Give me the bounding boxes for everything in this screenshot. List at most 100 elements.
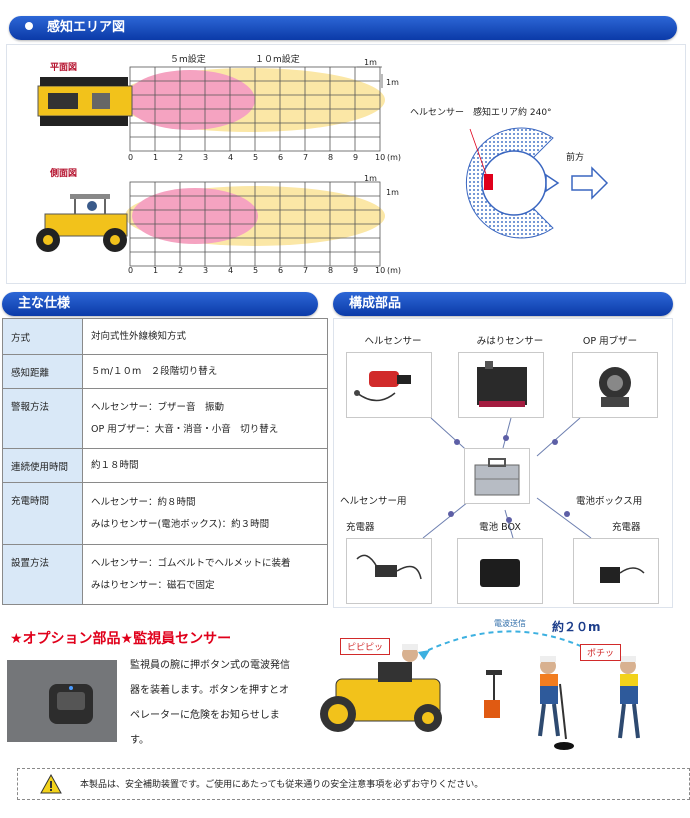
plan-view-label: 平面図 xyxy=(50,63,78,73)
speech-bubble-right: ポチッ xyxy=(580,644,622,661)
unit-label: (m) xyxy=(387,266,402,275)
spec-key: 設置方法 xyxy=(2,544,83,605)
warning-icon xyxy=(40,774,62,794)
case-icon xyxy=(474,458,520,496)
table-row: 設置方法 ヘルセンサー：ゴムベルトでヘルメットに装着 みはりセンサー：磁石で固定 xyxy=(2,544,328,605)
bullet-icon xyxy=(25,22,33,30)
option-text-line: す。 xyxy=(130,735,149,746)
sensor-area-illustration xyxy=(465,127,609,239)
part-label-battery-box: 電池 BOX xyxy=(479,522,521,533)
spec-value: ５m/１０m ２段階切り替え xyxy=(91,365,218,377)
part-label-mihari: みはりセンサー xyxy=(476,336,544,347)
option-photo xyxy=(7,660,117,742)
tick-label: 9 xyxy=(353,266,359,275)
spec-value: みはりセンサー(電池ボックス)：約３時間 xyxy=(91,518,270,530)
unit-label: (m) xyxy=(387,153,402,162)
spec-table: 方式 対向式性外線検知方式 感知距離 ５m/１０m ２段階切り替え 警報方法 ヘ… xyxy=(2,318,328,605)
spec-value: ヘルセンサー：約８時間 xyxy=(91,496,196,508)
spec-key: 方式 xyxy=(2,318,83,355)
tick-label: 5 xyxy=(253,153,259,162)
part-label-hel-charger-1: ヘルセンサー用 xyxy=(340,496,407,507)
spec-value: 約１８時間 xyxy=(91,459,139,471)
spec-key: 警報方法 xyxy=(2,388,83,449)
tick-label: 0 xyxy=(128,266,134,275)
tick-label: 8 xyxy=(328,266,334,275)
scale-label: 1m xyxy=(364,58,377,67)
forward-label: 前方 xyxy=(566,153,585,163)
part-label-op-buzzer: OP 用ブザー xyxy=(582,336,638,347)
section-title-detection-area: 感知エリア図 xyxy=(9,16,677,40)
tick-label: 7 xyxy=(303,153,309,162)
part-image-helsensor xyxy=(346,352,432,418)
spec-value: ヘルセンサー：ゴムベルトでヘルメットに装着 xyxy=(91,557,291,569)
mihari-device-icon xyxy=(477,361,527,407)
sensor-device-icon xyxy=(354,371,411,402)
scale-label: 1m xyxy=(386,188,399,197)
option-scene-illustration xyxy=(320,630,640,750)
detection-diagram xyxy=(36,66,609,267)
tick-label: 3 xyxy=(203,266,209,275)
label-10m-setting: １０m設定 xyxy=(255,55,300,65)
part-image-mihari xyxy=(458,352,544,418)
tick-label: 4 xyxy=(228,266,234,275)
zone-5m-side xyxy=(132,188,258,244)
table-row: 感知距離 ５m/１０m ２段階切り替え xyxy=(2,354,328,389)
speech-bubble-left: ピピピッ xyxy=(340,638,391,655)
tick-label: 10 xyxy=(375,266,386,275)
plan-grid xyxy=(115,66,385,152)
spec-key: 充電時間 xyxy=(2,482,83,545)
zone-5m-plan xyxy=(125,70,255,130)
part-image-case xyxy=(464,448,530,504)
sensor-marker xyxy=(484,174,493,190)
forward-arrow-icon xyxy=(571,166,609,200)
tick-label: 6 xyxy=(278,266,284,275)
part-label-bat-charger-2: 充電器 xyxy=(612,522,641,533)
tick-label: 3 xyxy=(203,153,209,162)
tick-label: 8 xyxy=(328,153,334,162)
charger-icon xyxy=(356,554,422,580)
spec-key: 感知距離 xyxy=(2,354,83,389)
option-text-line: ペレーターに危険をお知らせしま xyxy=(130,710,280,721)
option-title: ★オプション部品★監視員センサー xyxy=(10,631,232,647)
table-row: 充電時間 ヘルセンサー：約８時間 みはりセンサー(電池ボックス)：約３時間 xyxy=(2,482,328,545)
part-image-battery-box xyxy=(457,538,543,604)
tick-label: 4 xyxy=(228,153,234,162)
label-5m-setting: ５m設定 xyxy=(170,55,206,65)
section-title-parts: 構成部品 xyxy=(333,292,673,316)
part-label-bat-charger-1: 電池ボックス用 xyxy=(576,496,643,507)
option-text-line: 器を装着します。ボタンを押すとオ xyxy=(130,685,289,696)
option-text-line: 監視員の腕に押ボタン式の電波発信 xyxy=(130,660,290,671)
part-image-hel-charger xyxy=(346,538,432,604)
distance-label: 約２０m xyxy=(552,620,601,634)
part-label-hel-charger-2: 充電器 xyxy=(346,522,375,533)
side-view-label: 側面図 xyxy=(50,169,78,179)
spec-value: 対向式性外線検知方式 xyxy=(91,330,187,342)
table-row: 連続使用時間 約１８時間 xyxy=(2,448,328,483)
sensor-area-caption: ヘルセンサー 感知エリア約 240° xyxy=(410,108,552,118)
tick-label: 10 xyxy=(375,153,386,162)
buzzer-device-icon xyxy=(599,367,631,407)
tick-label: 1 xyxy=(153,266,159,275)
radio-transmission-label: 電波送信 xyxy=(494,619,526,628)
parts-connectors xyxy=(422,417,592,539)
spec-key: 連続使用時間 xyxy=(2,448,83,483)
tick-label: 0 xyxy=(128,153,134,162)
table-row: 警報方法 ヘルセンサー：ブザー音 振動 OP 用ブザー：大音・消音・小音 切り替… xyxy=(2,388,328,449)
spec-value: みはりセンサー：磁石で固定 xyxy=(91,579,215,591)
tick-label: 2 xyxy=(178,266,184,275)
side-grid xyxy=(125,181,385,267)
scale-label: 1m xyxy=(364,174,377,183)
tick-label: 1 xyxy=(153,153,159,162)
plan-axis-ticks: 0 1 2 3 4 5 6 7 8 9 10 (m) xyxy=(0,153,420,165)
side-axis-ticks: 0 1 2 3 4 5 6 7 8 9 10 (m) xyxy=(0,266,420,278)
option-description: 監視員の腕に押ボタン式の電波発信 器を装着します。ボタンを押すとオ ペレーターに… xyxy=(130,653,305,753)
roller-plan-illustration xyxy=(37,77,133,126)
part-image-op-buzzer xyxy=(572,352,658,418)
tick-label: 9 xyxy=(353,153,359,162)
table-row: 方式 対向式性外線検知方式 xyxy=(2,318,328,355)
spec-value: OP 用ブザー：大音・消音・小音 切り替え xyxy=(91,423,279,435)
part-image-bat-charger xyxy=(573,538,659,604)
battery-icon xyxy=(480,559,520,587)
tick-label: 5 xyxy=(253,266,259,275)
roller-side-illustration xyxy=(36,194,128,252)
